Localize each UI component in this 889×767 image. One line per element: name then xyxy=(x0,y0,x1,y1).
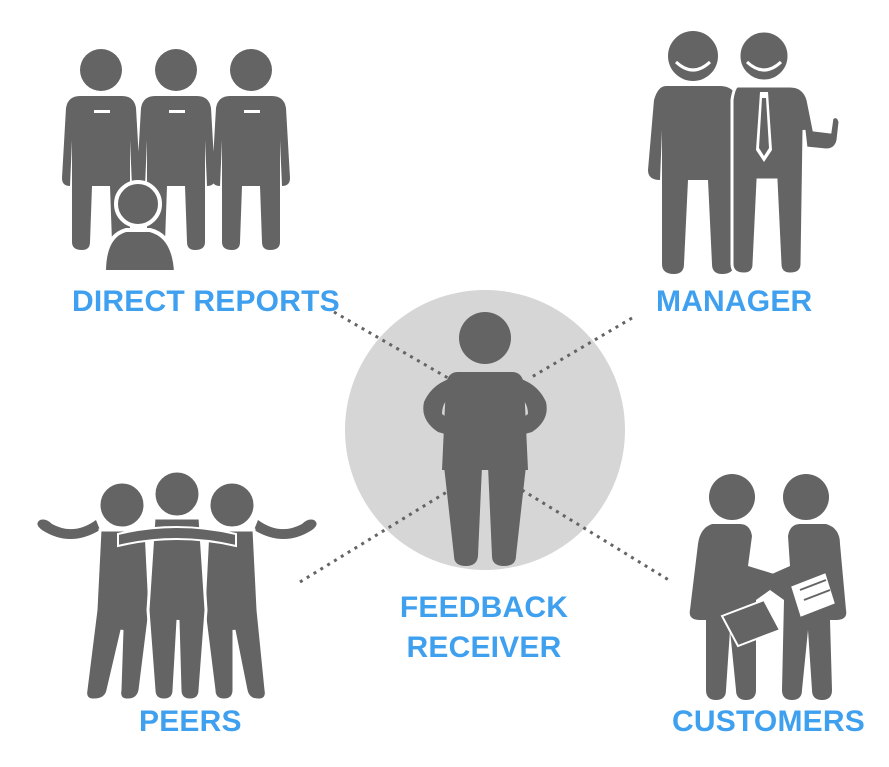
feedback-receiver-label: FEEDBACK RECEIVER xyxy=(396,588,572,668)
direct-reports-group-icon xyxy=(62,49,290,274)
feedback-receiver-icon xyxy=(423,312,547,566)
direct-reports-label: DIRECT REPORTS xyxy=(72,285,340,318)
connector-direct-reports xyxy=(333,310,449,380)
feedback-receiver-label-line1: FEEDBACK xyxy=(399,591,569,624)
connector-customers xyxy=(521,488,673,584)
handshake-icon xyxy=(689,474,847,700)
customers-label: CUSTOMERS xyxy=(672,705,865,738)
connectors xyxy=(299,310,673,584)
peers-label: PEERS xyxy=(139,705,242,738)
peers-embrace-icon xyxy=(37,469,317,702)
manager-label: MANAGER xyxy=(656,285,813,318)
connector-manager xyxy=(529,316,633,380)
feedback-receiver-label-line2: RECEIVER xyxy=(406,631,562,664)
connector-peers xyxy=(299,488,451,584)
manager-pair-icon xyxy=(648,29,842,276)
